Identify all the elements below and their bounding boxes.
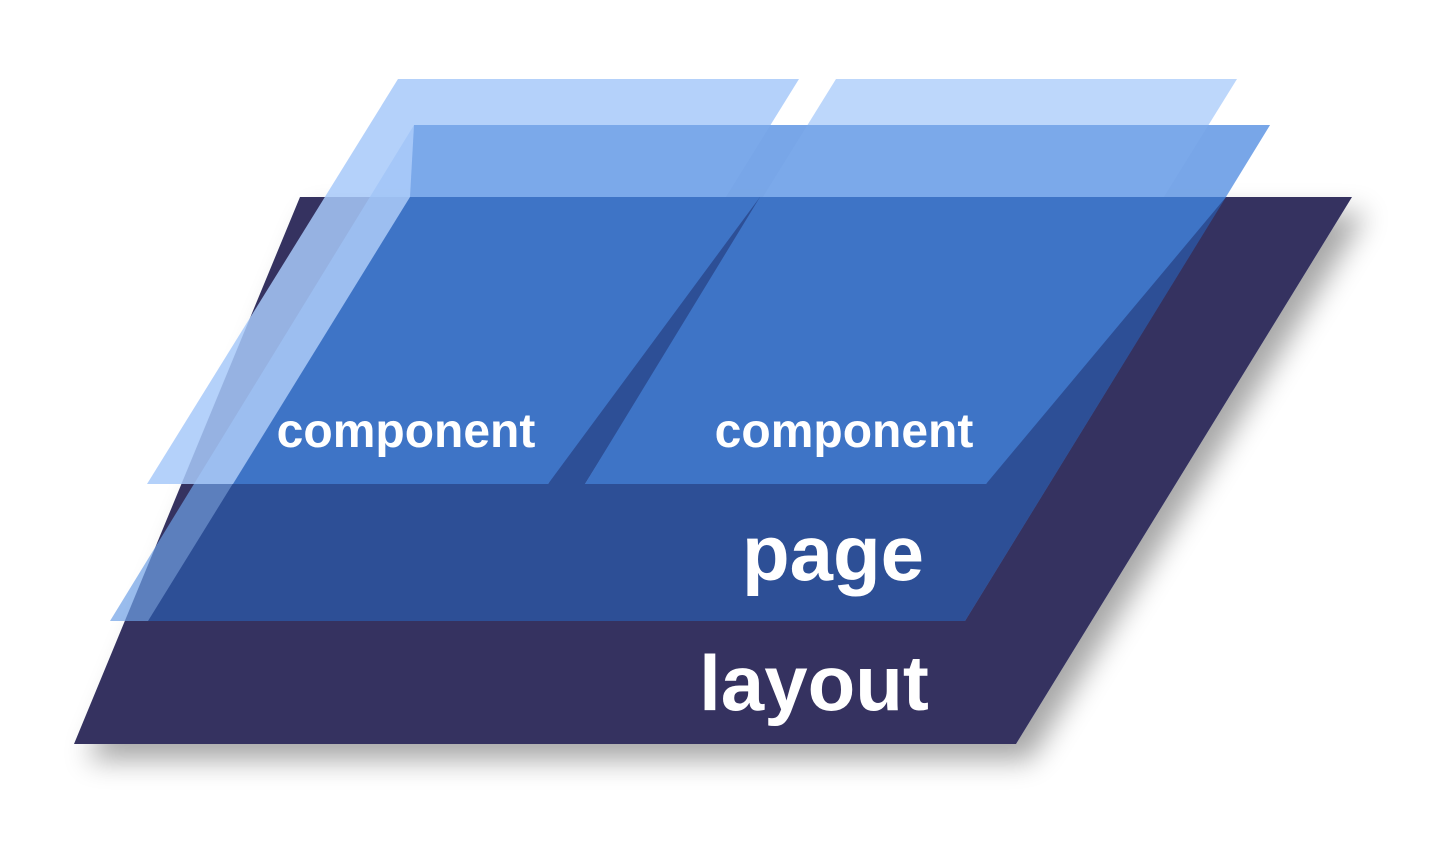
component-left-label: component [277,405,536,458]
page-label: page [742,509,924,597]
layout-label: layout [699,639,929,727]
page-layer-top-band [410,125,1270,197]
component-right-layer [585,197,1226,484]
component-left-layer [233,197,760,484]
component-right-label: component [715,405,974,458]
